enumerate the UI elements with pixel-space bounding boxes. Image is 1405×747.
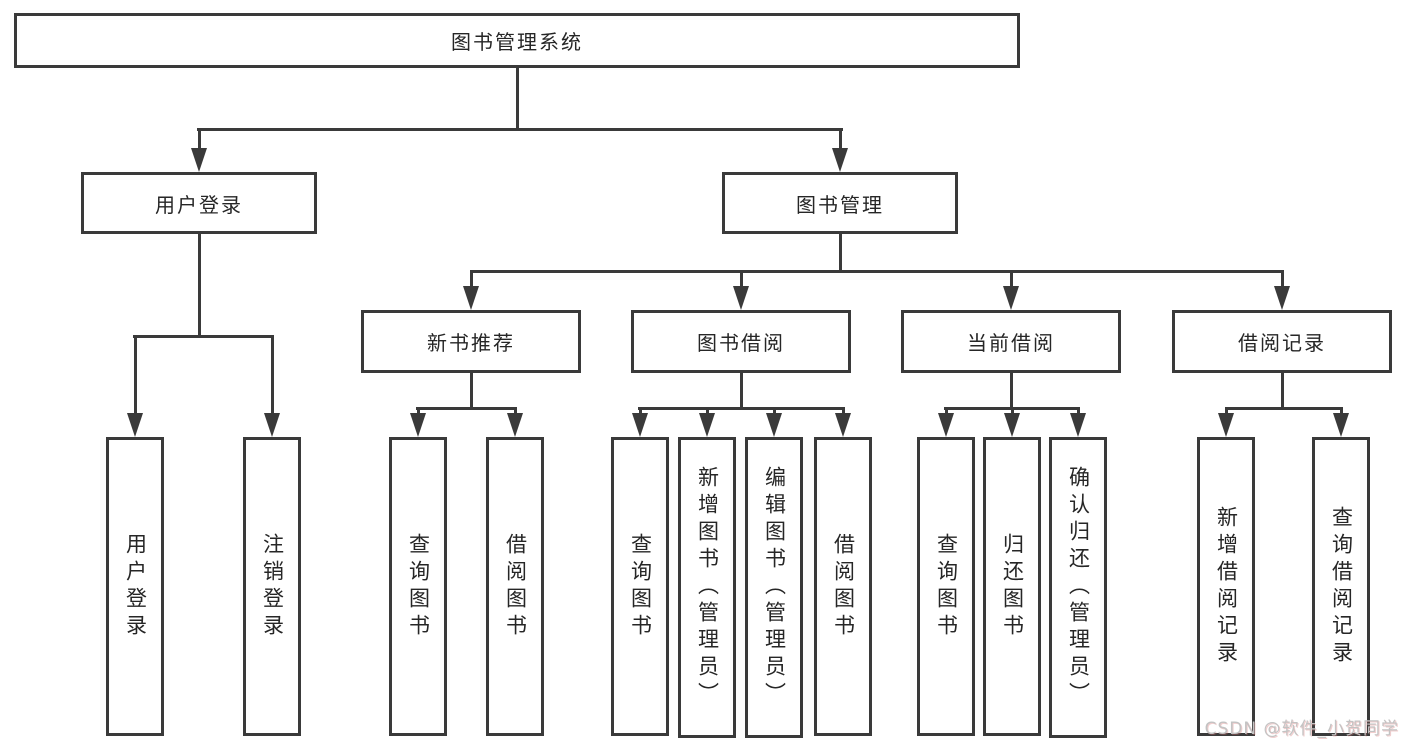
leaf-g2-query-books: 查询图书: [611, 437, 669, 736]
connector-group4-rail: [1225, 407, 1342, 410]
arrow-g2-edit-books: [772, 407, 776, 413]
leaf-g3-confirm-return-admin: 确认归还（管理员）: [1049, 437, 1107, 738]
connector-root-stem: [516, 68, 519, 128]
leaf-g4-add-borrow-record: 新增借阅记录: [1197, 437, 1255, 736]
connector-group2-rail: [638, 407, 845, 410]
leaf-user-login: 用户登录: [106, 437, 164, 736]
leaf-g4-query-borrow-record: 查询借阅记录: [1312, 437, 1370, 736]
connector-level3-rail: [470, 270, 1284, 273]
arrow-to-user-login: [197, 128, 201, 148]
connector-group1-rail: [416, 407, 517, 410]
arrow-g2-query-books: [638, 407, 642, 413]
arrow-g2-add-books: [705, 407, 709, 413]
leaf-g2-add-books-admin: 新增图书（管理员）: [678, 437, 736, 738]
leaf-logout: 注销登录: [243, 437, 301, 736]
leaf-g1-borrow-books: 借阅图书: [486, 437, 544, 736]
arrow-g3-return-books: [1010, 407, 1014, 413]
node-current-borrow: 当前借阅: [901, 310, 1121, 373]
leaf-g1-query-books: 查询图书: [389, 437, 447, 736]
connector-group4-stem: [1280, 373, 1284, 410]
node-book-borrow: 图书借阅: [631, 310, 851, 373]
connector-level2-rail: [197, 128, 843, 131]
node-user-login: 用户登录: [81, 172, 317, 234]
arrow-g2-borrow-books: [841, 407, 845, 413]
leaf-g2-borrow-books: 借阅图书: [814, 437, 872, 736]
connector-group1-stem: [469, 373, 473, 410]
arrow-to-borrow-records: [1280, 270, 1284, 286]
connector-group2-stem: [739, 373, 743, 410]
leaf-g3-query-books: 查询图书: [917, 437, 975, 736]
arrow-to-new-book-recommend: [469, 270, 473, 286]
node-borrow-records: 借阅记录: [1172, 310, 1392, 373]
arrow-to-leaf-user-login: [133, 335, 137, 413]
node-library-management-system: 图书管理系统: [14, 13, 1020, 68]
connector-user-login-stem: [197, 234, 201, 335]
connector-group3-stem: [1009, 373, 1013, 410]
arrow-g4-query-record: [1339, 407, 1343, 413]
arrow-g3-query-books: [944, 407, 948, 413]
arrow-to-book-management: [838, 128, 842, 148]
arrow-to-leaf-logout: [270, 335, 274, 413]
connector-user-login-rail: [133, 335, 274, 338]
arrow-to-book-borrow: [739, 270, 743, 286]
node-new-book-recommend: 新书推荐: [361, 310, 581, 373]
leaf-g2-edit-books-admin: 编辑图书（管理员）: [745, 437, 803, 738]
csdn-watermark: CSDN @软件_小贺同学: [1204, 719, 1399, 739]
arrow-g1-query-books: [416, 407, 420, 413]
node-book-management: 图书管理: [722, 172, 958, 234]
arrow-to-current-borrow: [1009, 270, 1013, 286]
connector-book-management-stem: [838, 234, 842, 273]
arrow-g1-borrow-books: [513, 407, 517, 413]
arrow-g4-add-record: [1224, 407, 1228, 413]
leaf-g3-return-books: 归还图书: [983, 437, 1041, 736]
arrow-g3-confirm-return: [1076, 407, 1080, 413]
